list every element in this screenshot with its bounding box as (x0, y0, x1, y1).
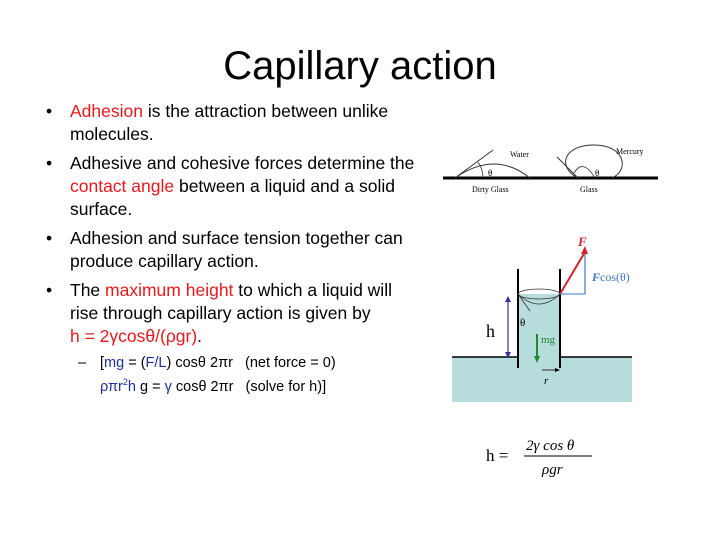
dirty-glass-label: Dirty Glass (472, 185, 509, 194)
sub-bullet-derivation: – [mg = (F/L) cosθ 2πr (net force = 0) ρ… (70, 354, 424, 397)
formula-numerator: 2γ cos θ (526, 438, 575, 454)
highlight-adhesion: Adhesion (70, 101, 143, 121)
theta-label: θ (520, 317, 525, 329)
bullet-dot: • (46, 280, 53, 300)
r-label: r (544, 375, 549, 387)
formula-period: . (197, 326, 203, 346)
bullet-text: The (70, 280, 106, 300)
bullet-text: to which a liquid will rise through capi… (70, 280, 392, 323)
highlight-contact-angle: contact angle (70, 176, 175, 196)
mercury-label: Mercury (616, 147, 644, 156)
bullet-max-height: • The maximum height to which a liquid w… (44, 279, 424, 397)
slide-title: Capillary action (223, 44, 497, 88)
bullet-text: between a liquid and a solid surface. (70, 176, 395, 219)
liquid-column (518, 294, 560, 364)
var-h: h (127, 378, 136, 395)
bullet-dot: • (46, 228, 53, 248)
bracket: [ (100, 355, 105, 371)
water-droplet (454, 163, 531, 179)
bullet-adhesion: • Adhesion is the attraction between unl… (44, 100, 424, 146)
bullet-contact-angle: • Adhesive and cohesive forces determine… (44, 152, 424, 221)
mercury-tangent (556, 156, 579, 179)
bullet-surface-tension: • Adhesion and surface tension together … (44, 227, 424, 273)
formula-lhs: h = (486, 446, 508, 465)
fcos-label: Fcos(θ) (591, 270, 630, 284)
eq-text: cosθ 2πr (solve for h)] (171, 378, 327, 395)
eq-text: = ( (124, 355, 146, 371)
highlight-max-height: maximum height (105, 280, 234, 300)
var-mg: mg (104, 355, 125, 371)
var-F-over-L: F/L (145, 355, 167, 371)
force-arrow (559, 251, 586, 295)
mg-label: mg (541, 334, 556, 346)
water-tangent (454, 149, 494, 179)
sub-bullet-list: – [mg = (F/L) cosθ 2πr (net force = 0) ρ… (70, 354, 424, 397)
mercury-angle-arc (573, 166, 596, 179)
force-label: F (577, 234, 587, 249)
eq-text: g = (135, 378, 165, 395)
bullet-dot: • (46, 153, 53, 173)
capillary-tube-diagram: θ F Fcos(θ) h mg r (452, 234, 632, 402)
bullet-dot: • (46, 101, 53, 121)
water-label: Water (510, 150, 529, 159)
bullet-text: Adhesive and cohesive forces determine t… (70, 153, 415, 173)
var-rho-pi-r: ρπr (100, 378, 123, 395)
theta-label: θ (595, 168, 599, 178)
water-angle-arc (477, 161, 484, 179)
superscript-2: 2 (122, 377, 128, 387)
bullet-text: Adhesion and surface tension together ca… (70, 228, 403, 271)
bullet-list: • Adhesion is the attraction between unl… (44, 100, 424, 403)
glass-label: Glass (580, 185, 598, 194)
capillary-formula: h = 2γ cos θ ρgr (486, 438, 592, 478)
theta-label: θ (488, 168, 492, 178)
eq-text: ) cosθ 2πr (net force = 0) (166, 355, 336, 371)
formula-denominator: ρgr (541, 462, 563, 478)
var-gamma: γ (164, 378, 172, 395)
dash-symbol: – (78, 355, 87, 371)
h-label: h (486, 321, 495, 341)
liquid-reservoir (452, 357, 632, 402)
meniscus-curve (517, 293, 561, 305)
bullet-text: is the attraction between unlike molecul… (70, 101, 389, 144)
contact-angle-diagram: θ Water Dirty Glass θ Mercury Glass (443, 144, 658, 194)
height-formula: h = 2γcosθ/(ρgr) (70, 326, 198, 346)
